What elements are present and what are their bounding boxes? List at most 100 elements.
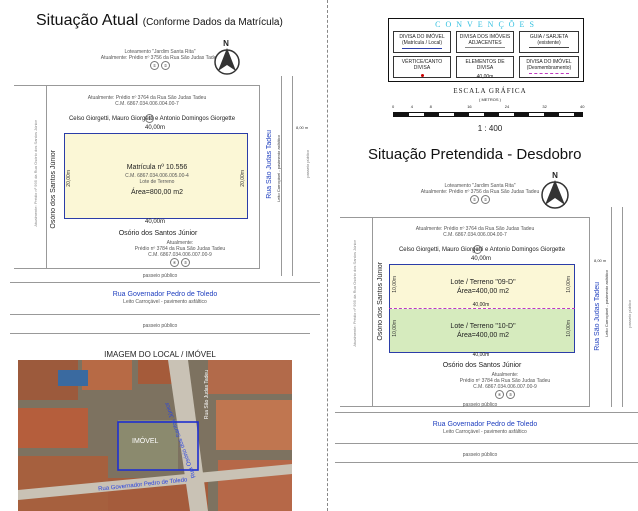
neighbor-top-line2: Atualmente: Prédio nº 3756 da Rua São Ju… [100, 55, 220, 61]
left-neighbor-mid: Atualmente: Prédio nº 3764 da Rua São Ju… [82, 95, 212, 107]
left-dim-top: 40,00m [144, 125, 165, 131]
left-street-right-sub: Leito Carroçável - pavimento asfáltico [276, 135, 281, 202]
curb-line [335, 462, 638, 463]
left-dist-right: 8,00 m [296, 125, 309, 130]
photo-title: IMAGEM DO LOCAL / IMÓVEL [104, 350, 216, 359]
left-neighbor-bottom: Atualmente: Prédio nº 3784 da Rua São Ju… [120, 240, 240, 267]
right-dim-top: 40,00m [470, 256, 491, 262]
north-arrow-icon: N [541, 171, 569, 209]
right-dim-side: 10,00m [392, 320, 398, 337]
neighbor-mid-line2: C.M. 6867.034.006.004.00-7 [115, 101, 179, 107]
right-passeio-bottom-2: passeio público [462, 452, 498, 458]
scale-tick-label: 24 [504, 104, 510, 109]
right-street-bottom-neighbor: Osório dos Santos Júnior [442, 362, 522, 369]
right-neighbor-mid: Atualmente: Prédio nº 3764 da Rua São Ju… [410, 226, 540, 238]
scale-tick-label: 8 [429, 104, 432, 109]
legend-line [529, 73, 569, 74]
neighbor-bottom-line1: Atualmente: [491, 372, 519, 378]
neighbor-mid-line1: Atualmente: Prédio nº 3764 da Rua São Ju… [87, 95, 207, 101]
left-dim-bottom: 40,00m [144, 219, 165, 225]
right-passeio-right: passeio público [627, 300, 632, 328]
left-passeio-right: passeio público [305, 150, 310, 178]
right-vertical-note: Atualmente: Prédio nº 995 da Rua Osório … [352, 240, 357, 347]
marker-circle: ③ [472, 238, 483, 256]
right-dist-right: 8,00 m [594, 258, 607, 263]
right-street-bottom: Rua Governador Pedro de Toledo [432, 421, 538, 428]
lot-cm: C.M. 6867.034.006.005.00-4 [125, 173, 189, 179]
boundary-line [46, 85, 47, 268]
marker-circle: ① [150, 61, 159, 70]
marker-circle-text: ③ [473, 245, 482, 254]
left-passeio-bottom: passeio público [142, 273, 178, 279]
curb-line [611, 207, 612, 407]
lot-10d: Lote / Terreno "10-D" Área=400,00 m2 [389, 309, 575, 353]
neighbor-top-line2: Atualmente: Prédio nº 3756 da Rua São Ju… [420, 189, 540, 195]
legend-cell-text: VÉRTICE/CANTO DIVISA [401, 59, 443, 71]
scale-tick-label: 32 [542, 104, 547, 109]
lot-area: Área=400,00 m2 [457, 332, 509, 339]
marker-circle: ⑤ [506, 390, 515, 399]
boundary-line [340, 406, 590, 407]
right-dim-side: 10,00m [392, 276, 398, 293]
scale-ratio: 1 : 400 [477, 124, 503, 133]
marker-circle: ④ [170, 258, 179, 267]
curb-line [10, 333, 310, 334]
scale-tick-label: 4 [410, 104, 414, 109]
legend-cell-text: DIVISA DO IMÓVEL (Desmembramento) [526, 59, 572, 71]
aerial-photo-image [18, 360, 292, 511]
lot-area: Área=800,00 m2 [131, 189, 183, 196]
north-arrow-icon: N [214, 39, 240, 75]
legend-cell-text: DIVISA DOS IMÓVEIS ADJACENTES [459, 34, 511, 46]
marker-circle: ① [470, 195, 479, 204]
lot-matricula: Matrícula nº 10.556 C.M. 6867.034.006.00… [64, 133, 248, 219]
left-neighbor-top: Loteamento "Jardim Santa Rita" Atualment… [100, 49, 220, 70]
marker-circle-text: ③ [145, 114, 154, 123]
curb-line [292, 76, 293, 276]
boundary-line [372, 217, 373, 407]
curb-line [622, 207, 623, 407]
photo-label: IMÓVEL [132, 438, 159, 445]
curb-line [335, 412, 638, 413]
scale-unit: ( METROS ) [479, 97, 501, 102]
curb-line [335, 443, 638, 444]
right-title: Situação Pretendida - Desdobro [368, 146, 582, 163]
scale-tick-label: 16 [467, 104, 472, 109]
boundary-line [259, 85, 260, 268]
scale-tick-label: 0 [392, 104, 395, 109]
left-passeio-bottom-2: passeio público [142, 323, 178, 329]
legend-cell-text: ELEMENTOS DE DIVISA [465, 59, 505, 71]
left-street-left: Osório dos Santos Júnior [50, 150, 57, 229]
legend-cell-text: GUIA / SARJETA (existente) [529, 34, 569, 46]
curb-line [281, 76, 282, 276]
left-title: Situação Atual [36, 12, 139, 29]
curb-line [10, 314, 320, 315]
right-street-bottom-sub: Leito Carroçável - pavimento asfáltico [443, 429, 527, 435]
legend-cell-3: VÉRTICE/CANTO DIVISA [393, 56, 451, 78]
neighbor-bottom-line3: C.M. 6867.034.006.007.00-9 [148, 252, 212, 258]
right-neighbor-top: Loteamento "Jardim Santa Rita" Atualment… [420, 183, 540, 204]
right-street-right-sub: Leito Carroçável - pavimento asfáltico [604, 270, 609, 337]
neighbor-bottom-line3: C.M. 6867.034.006.007.00-9 [473, 384, 537, 390]
scale-tick-label: 40 [580, 104, 585, 109]
curb-line [10, 282, 320, 283]
svg-text:N: N [223, 39, 229, 48]
legend-cell-0: DIVISA DO IMÓVEL (Matrícula / Local) [393, 31, 451, 53]
legend-line [465, 47, 505, 48]
lot-label: Matrícula nº 10.556 [126, 164, 188, 171]
lot-09d: Lote / Terreno "09-D" Área=400,00 m2 [389, 264, 575, 308]
left-vertical-note: Atualmente: Prédio nº 995 da Rua Osório … [33, 120, 38, 227]
marker-circle: ③ [144, 107, 155, 125]
lot-label: Lote / Terreno "10-D" [450, 323, 516, 330]
left-street-bottom-neighbor: Osório dos Santos Júnior [118, 230, 198, 237]
neighbor-top-line1: Loteamento "Jardim Santa Rita" [444, 183, 516, 189]
boundary-line [14, 268, 260, 269]
legend-cell-1: DIVISA DOS IMÓVEIS ADJACENTES [456, 31, 514, 53]
right-dim-mid: 40,00m [472, 302, 490, 308]
neighbor-bottom-line2: Prédio nº 3784 da Rua São Judas Tadeu [134, 246, 226, 252]
aerial-photo: IMÓVEL Rua Osório dos Santos Júnior Rua … [18, 360, 292, 511]
vertex-dot-icon [420, 74, 424, 77]
left-street-bottom-sub: Leito Carroçável - pavimento asfáltico [123, 299, 207, 305]
boundary-line [589, 217, 590, 407]
left-street-bottom: Rua Governador Pedro de Toledo [112, 291, 218, 298]
